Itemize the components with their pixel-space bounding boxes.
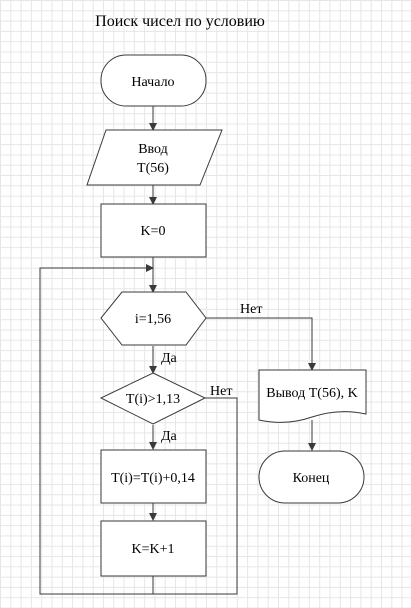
init-label: K=0 [140,224,165,239]
loop-label: i=1,56 [135,312,171,327]
start-terminal [100,54,207,107]
output-label: Вывод T(56), K [266,386,357,401]
edge-condition-no [153,397,238,595]
diagram-title: Поиск чисел по условию [95,13,265,30]
init-process [100,203,207,258]
condition-label: T(i)>1,13 [126,392,180,407]
update-process [100,449,207,504]
input-label-line1: Ввод [138,142,168,157]
output-document [258,369,367,423]
end-terminal [258,450,365,504]
input-label-line2: T(56) [137,161,169,176]
loop-no-label: Нет [240,302,262,317]
loop-yes-label: Да [161,351,178,366]
update-label: T(i)=T(i)+0,14 [111,471,195,486]
condition-yes-label: Да [161,429,178,444]
start-label: Начало [131,75,174,90]
end-label: Конец [293,471,330,486]
loop-hexagon [100,291,207,346]
edge-count-loopback [39,264,154,595]
input-parallelogram [86,129,223,186]
edge-loop-no [206,317,316,371]
count-label: K=K+1 [131,542,174,557]
condition-decision [99,372,207,425]
count-process [100,520,207,577]
condition-no-label: Нет [210,384,232,399]
